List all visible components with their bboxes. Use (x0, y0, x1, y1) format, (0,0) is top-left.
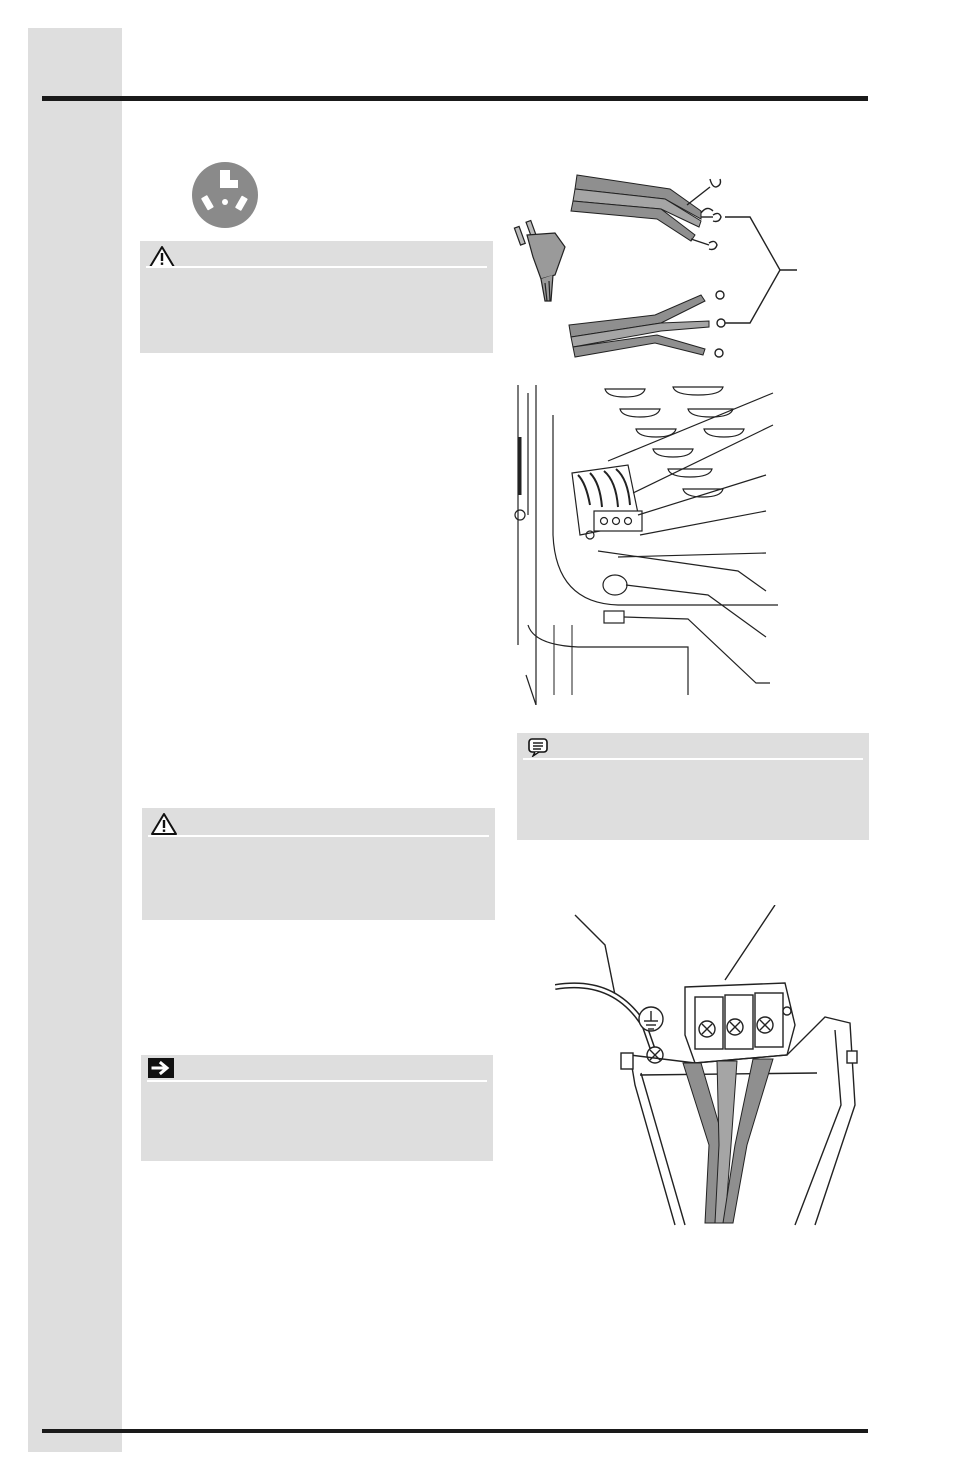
warning-box (142, 808, 495, 920)
wiring-detail-illustration (555, 905, 865, 1235)
warning-triangle-icon (150, 812, 178, 836)
note-box (517, 733, 869, 840)
arrow-right-icon (148, 1058, 174, 1078)
note-speech-icon (527, 737, 551, 757)
receptacle-icon (190, 160, 260, 230)
header-rule (42, 96, 868, 101)
power-cord-illustration (505, 165, 805, 365)
side-band (28, 28, 122, 1452)
important-box (141, 1055, 493, 1161)
terminal-block-illustration (508, 375, 778, 705)
footer-rule (42, 1429, 868, 1433)
warning-box (140, 241, 493, 353)
